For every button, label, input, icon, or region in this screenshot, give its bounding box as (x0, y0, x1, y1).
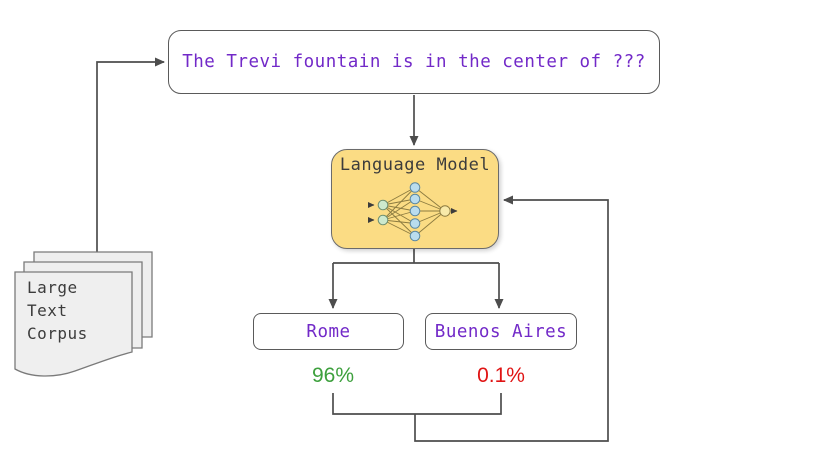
wire-corpus-to-prompt (96, 57, 165, 252)
answer-buenos-aires-label: Buenos Aires (434, 321, 568, 342)
neural-network-icon (368, 182, 458, 242)
nn-input-nodes (377, 199, 389, 226)
answer-rome-label: Rome (306, 321, 351, 342)
corpus-label: Large Text Corpus (27, 278, 88, 343)
answer-box-rome: Rome (253, 313, 404, 350)
wire-feedback-loop (414, 195, 609, 442)
nn-output-node (439, 205, 451, 217)
prompt-text: The Trevi fountain is in the center of ?… (182, 52, 646, 72)
language-model-box: Language Model (331, 149, 499, 249)
probability-rome: 96% (311, 364, 355, 387)
nn-input-arrows (368, 202, 375, 223)
language-model-label: Language Model (339, 155, 491, 175)
answer-box-buenos-aires: Buenos Aires (425, 313, 577, 350)
document-stack-icon (14, 251, 153, 377)
wire-model-split-stem (333, 249, 499, 264)
wire-probabilities-join (332, 393, 502, 415)
probability-buenos-aires: 0.1% (477, 364, 525, 387)
nn-hidden-nodes (409, 182, 421, 242)
page-front (14, 271, 133, 377)
prompt-box: The Trevi fountain is in the center of ?… (168, 30, 660, 94)
